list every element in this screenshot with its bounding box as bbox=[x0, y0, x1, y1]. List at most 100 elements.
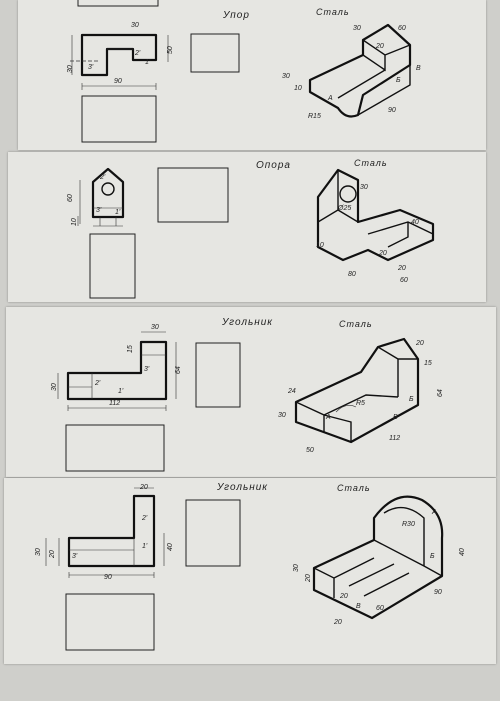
dim-label: R30 bbox=[402, 521, 415, 528]
point-label: В bbox=[393, 414, 398, 421]
point-label: 60 bbox=[376, 605, 384, 612]
dim-label: 15 bbox=[424, 360, 432, 367]
part-title: Опора bbox=[256, 160, 291, 171]
point-label: В bbox=[416, 65, 421, 72]
answer-box-side bbox=[65, 593, 155, 651]
answer-box-top bbox=[185, 499, 241, 567]
isometric-view bbox=[316, 168, 435, 262]
point-label: 2' bbox=[134, 50, 141, 57]
dim-label: 40 bbox=[459, 548, 466, 556]
dim-label: 20 bbox=[333, 619, 342, 626]
dim-label: 90 bbox=[114, 78, 122, 85]
dim-label: 30 bbox=[131, 22, 139, 29]
dim-label: 50 bbox=[167, 46, 174, 54]
dim-label: 50 bbox=[306, 447, 314, 454]
dim-label: 10 bbox=[71, 218, 78, 226]
point-label: А bbox=[325, 414, 331, 421]
dim-label: 20 bbox=[397, 265, 406, 272]
dim-label: 112 bbox=[109, 400, 120, 407]
dim-label: 40 bbox=[167, 543, 174, 551]
point-label: 2' bbox=[99, 174, 106, 181]
dim-label: 30 bbox=[282, 73, 290, 80]
technical-drawing: 30 50 30 90 2' 3' 1' 30 60 20 10 30 90 R… bbox=[67, 0, 421, 143]
isometric-view bbox=[294, 337, 420, 444]
dim-label: 15 bbox=[127, 345, 134, 353]
point-label: А bbox=[327, 95, 333, 102]
point-label: 3' bbox=[144, 366, 150, 373]
dim-label: 30 bbox=[293, 564, 300, 572]
dim-label: 20 bbox=[378, 250, 387, 257]
technical-drawing: 30 15 64 30 112 3' 1' 2' 20 15 64 24 R5 … bbox=[51, 324, 444, 472]
drawing-sheet-opora: Опора Сталь 60 10 2' 3' 1' 30 Ø25 40 10 … bbox=[8, 152, 486, 302]
dim-label: В bbox=[356, 603, 361, 610]
dim-label: 64 bbox=[437, 389, 444, 397]
dim-label: 30 bbox=[353, 25, 361, 32]
material-label: Сталь bbox=[339, 319, 373, 329]
point-label: Б bbox=[409, 396, 414, 403]
dim-label: 20 bbox=[305, 574, 312, 583]
dim-label: 90 bbox=[388, 107, 396, 114]
part-title: Угольник bbox=[217, 482, 269, 493]
dim-label: R5 bbox=[356, 400, 365, 407]
answer-box-top bbox=[157, 167, 229, 223]
isometric-view bbox=[308, 23, 412, 118]
dim-label: 90 bbox=[434, 589, 442, 596]
technical-drawing: 20 30 20 40 90 2' 1' 3' R30 А Б 40 30 20… bbox=[35, 484, 466, 651]
answer-box-side bbox=[65, 424, 165, 472]
dim-label: 112 bbox=[389, 435, 400, 442]
answer-box-side bbox=[81, 95, 157, 143]
dim-label: 20 bbox=[139, 484, 148, 491]
point-label: 1' bbox=[118, 388, 124, 395]
dim-label: 30 bbox=[360, 184, 368, 191]
dim-label: 10 bbox=[316, 242, 324, 249]
dim-label: 60 bbox=[400, 277, 408, 284]
dim-label: 20 bbox=[415, 340, 424, 347]
answer-box-top bbox=[190, 33, 240, 73]
dim-label: Ø25 bbox=[337, 205, 351, 212]
point-label: Б bbox=[430, 553, 435, 560]
point-label: 1' bbox=[142, 543, 148, 550]
point-label: 1' bbox=[115, 209, 121, 216]
drawing-sheet-ugolnik-2: Угольник Сталь 20 30 20 40 90 2' 1' 3' R… bbox=[4, 478, 496, 664]
dim-label: 20 bbox=[375, 43, 384, 50]
dim-label: 24 bbox=[287, 388, 296, 395]
front-view bbox=[66, 340, 168, 401]
dim-label: 64 bbox=[175, 366, 182, 374]
point-label: 3' bbox=[72, 553, 78, 560]
answer-box-side bbox=[89, 233, 136, 299]
dim-label: 30 bbox=[35, 548, 42, 556]
point-label: Б bbox=[396, 77, 401, 84]
answer-box-top bbox=[195, 342, 241, 408]
material-label: Сталь bbox=[354, 158, 388, 168]
front-view bbox=[91, 167, 125, 219]
drawing-sheet-ugolnik-1: Угольник Сталь 30 15 64 30 112 3' 1' 2' … bbox=[6, 307, 496, 477]
dim-label: 90 bbox=[104, 574, 112, 581]
point-label: 2' bbox=[141, 515, 148, 522]
material-label: Сталь bbox=[316, 7, 350, 17]
point-label: 1' bbox=[145, 59, 151, 66]
material-label: Сталь bbox=[337, 483, 371, 493]
technical-drawing: 60 10 2' 3' 1' 30 Ø25 40 10 20 60 80 20 bbox=[67, 167, 435, 299]
point-label: 2' bbox=[94, 380, 101, 387]
dim-label: 30 bbox=[151, 324, 159, 331]
isometric-view bbox=[312, 495, 444, 620]
dim-label: 60 bbox=[67, 194, 74, 202]
dim-label: 20 bbox=[339, 593, 348, 600]
dim-label: 30 bbox=[67, 65, 74, 73]
drawing-sheet-upor: Упор Сталь 30 50 30 90 2' 3' 1' 30 60 20… bbox=[18, 0, 486, 150]
part-title: Упор bbox=[223, 10, 250, 21]
dim-label: R15 bbox=[308, 113, 321, 120]
front-view bbox=[67, 494, 156, 568]
dim-label: 30 bbox=[51, 383, 58, 391]
dim-label: 40 bbox=[411, 219, 419, 226]
dim-label: 80 bbox=[348, 271, 356, 278]
part-title: Угольник bbox=[222, 317, 274, 328]
dim-label: 30 bbox=[278, 412, 286, 419]
dim-label: 10 bbox=[294, 85, 302, 92]
point-label: 3' bbox=[88, 64, 94, 71]
point-label: 3' bbox=[96, 207, 102, 214]
dim-label: 20 bbox=[49, 550, 56, 559]
point-label: А bbox=[431, 509, 437, 516]
answer-box bbox=[77, 0, 159, 7]
dim-label: 60 bbox=[398, 25, 406, 32]
